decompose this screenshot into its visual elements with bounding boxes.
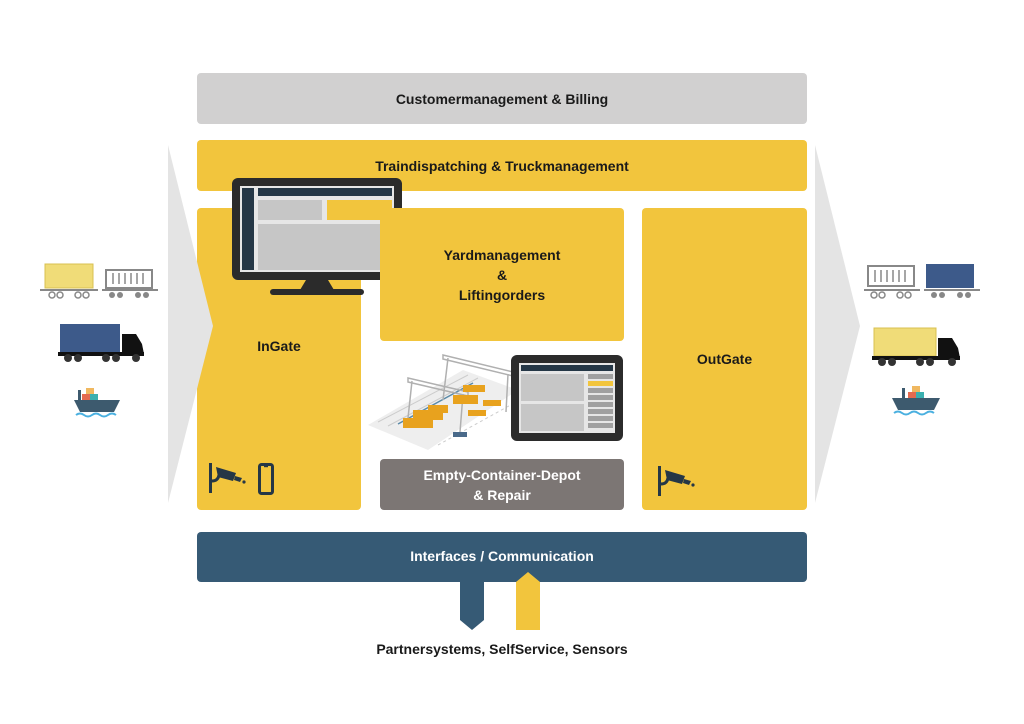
- yard-label-line1: Yardmanagement: [443, 246, 561, 263]
- depot-label-line1: Empty-Container-Depot: [423, 466, 581, 483]
- train-empty-wagon: [864, 265, 920, 299]
- inbound-transport-group: [40, 263, 158, 418]
- depot-label-line2: & Repair: [473, 486, 531, 503]
- tablet-icon: [511, 355, 623, 441]
- yard-label-line3: Liftingorders: [458, 286, 546, 303]
- empty-container-depot-box: Empty-Container-Depot & Repair: [380, 459, 624, 510]
- customer-management-billing-box: Customermanagement & Billing: [197, 73, 807, 124]
- train-blue-container: [924, 264, 980, 298]
- cargo-ship: [892, 386, 940, 416]
- camera-icon: [209, 463, 246, 493]
- outbound-transport-group: [864, 264, 980, 416]
- partner-systems-label: Partnersystems, SelfService, Sensors: [376, 641, 628, 657]
- outgate-label: OutGate: [696, 351, 753, 367]
- truck-yellow-container: [872, 327, 960, 366]
- crane-yard-illustration: [368, 354, 518, 450]
- customer-management-billing-label: Customermanagement & Billing: [395, 90, 609, 107]
- interfaces-communication-box: Interfaces / Communication: [197, 532, 807, 582]
- train-empty-wagon: [102, 269, 158, 298]
- traindispatching-truckmanagement-label: Traindispatching & Truckmanagement: [375, 157, 629, 174]
- phone-icon: [258, 463, 274, 495]
- truck-blue-container: [58, 324, 144, 362]
- cargo-ship: [74, 388, 120, 418]
- inbound-data-arrow: [516, 572, 540, 630]
- desktop-monitor-icon: [232, 178, 402, 295]
- ingate-label: InGate: [257, 338, 301, 354]
- camera-icon: [658, 466, 695, 496]
- interfaces-communication-label: Interfaces / Communication: [410, 548, 594, 564]
- outgate-box: OutGate: [642, 208, 807, 510]
- outbound-data-arrow: [460, 580, 484, 630]
- train-yellow-container: [40, 263, 98, 299]
- yardmanagement-liftingorders-box: Yardmanagement & Liftingorders: [380, 208, 624, 341]
- yard-label-line2: &: [496, 266, 508, 283]
